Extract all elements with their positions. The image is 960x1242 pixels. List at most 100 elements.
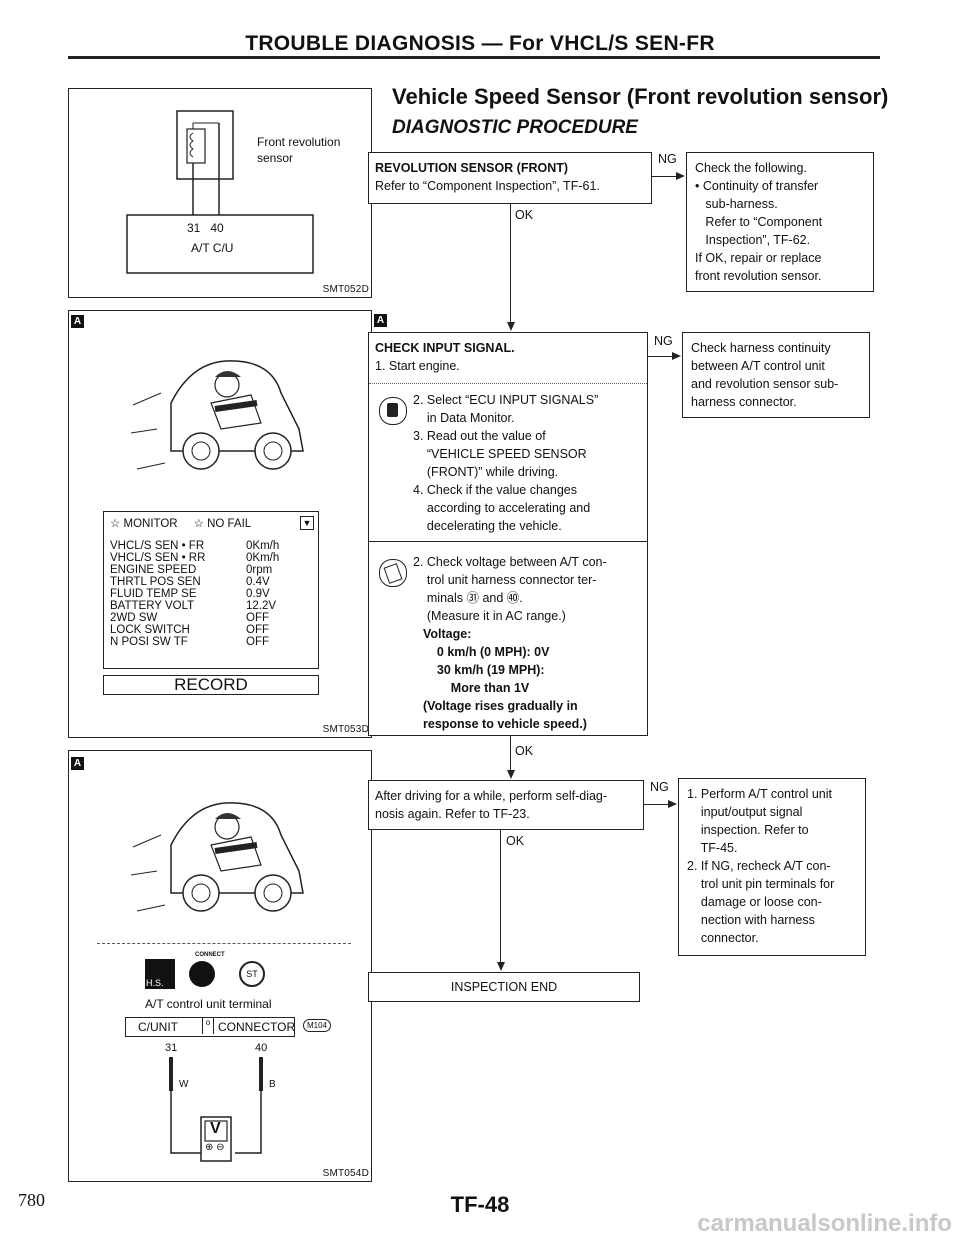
wire-b-label: B bbox=[269, 1079, 276, 1090]
connect-label: CONNECT bbox=[195, 952, 225, 958]
record-button: RECORD bbox=[103, 675, 319, 695]
monitor-item-value: 0rpm bbox=[246, 564, 273, 576]
result-3-text: 1. Perform A/T control unit input/output… bbox=[687, 787, 835, 945]
box2-title: CHECK INPUT SIGNAL. bbox=[375, 341, 515, 355]
car-driver-illustration bbox=[131, 360, 304, 470]
terminal-31: 31 bbox=[165, 1042, 178, 1054]
ng-label-1: NG bbox=[658, 152, 677, 166]
figure-code: SMT052D bbox=[322, 284, 369, 295]
flow-result-box-2: Check harness continuity between A/T con… bbox=[682, 332, 870, 418]
flow-box-self-diagnosis: After driving for a while, perform self-… bbox=[368, 780, 644, 830]
section-title: Vehicle Speed Sensor (Front revolution s… bbox=[392, 84, 889, 109]
consult-badge: A bbox=[374, 314, 387, 327]
ignition-icon: ST bbox=[239, 961, 265, 987]
monitor-row: FLUID TEMP SE 0.9V bbox=[110, 588, 310, 600]
page-number-center: TF-48 bbox=[450, 1192, 510, 1217]
dashed-divider bbox=[97, 943, 351, 944]
flow-box-revolution-sensor: REVOLUTION SENSOR (FRONT) Refer to “Comp… bbox=[368, 152, 652, 204]
flow-result-box-3: 1. Perform A/T control unit input/output… bbox=[678, 778, 866, 956]
consult-badge: A bbox=[71, 315, 84, 328]
ok-label-3: OK bbox=[506, 834, 525, 848]
box2-step1: 1. Start engine. bbox=[375, 359, 460, 373]
arrow-down-icon bbox=[507, 770, 515, 779]
voltmeter-wiring bbox=[169, 1057, 263, 1162]
box2-divider-1 bbox=[369, 383, 647, 384]
connector-id: M104 bbox=[303, 1019, 332, 1032]
watermark-text: carmanualsonline.info bbox=[697, 1210, 952, 1237]
terminal-40: 40 bbox=[255, 1042, 268, 1054]
result-1-text: Check the following. • Continuity of tra… bbox=[695, 161, 823, 283]
monitor-item-name: VHCL/S SEN • FR bbox=[110, 540, 205, 552]
cunit-label: C/UNIT bbox=[138, 1020, 178, 1034]
sensor-label-1: Front revolution bbox=[257, 135, 341, 149]
ng-label-3: NG bbox=[650, 780, 669, 794]
flow-result-box-1: Check the following. • Continuity of tra… bbox=[686, 152, 874, 292]
arrow-down-icon bbox=[507, 322, 515, 331]
box1-text: Refer to “Component Inspection”, TF-61. bbox=[375, 179, 600, 193]
monitor-item-name: N POSI SW TF bbox=[110, 636, 188, 648]
control-unit-label: A/T C/U bbox=[191, 241, 234, 255]
box2-voltage-spec: Voltage: 0 km/h (0 MPH): 0V 30 km/h (19 … bbox=[423, 627, 587, 731]
flow-box-inspection-end: INSPECTION END bbox=[368, 972, 640, 1002]
sensor-label-2: sensor bbox=[257, 151, 294, 165]
monitor-item-value: OFF bbox=[246, 612, 269, 624]
figure-sensor-diagram: Front revolution sensor 31 40 A/T C/U SM… bbox=[68, 88, 372, 298]
flow-box-check-input: CHECK INPUT SIGNAL. 1. Start engine. 2. … bbox=[368, 332, 648, 736]
ng-connector-1 bbox=[652, 176, 676, 177]
arrow-right-icon bbox=[676, 172, 685, 180]
arrow-right-icon bbox=[668, 800, 677, 808]
ok-label-2: OK bbox=[515, 744, 534, 758]
box2-tester-steps: 2. Check voltage between A/T con- trol u… bbox=[413, 555, 607, 623]
terminal-caption: A/T control unit terminal bbox=[145, 997, 272, 1011]
monitor-header: ☆ MONITOR ☆ NO FAIL bbox=[110, 518, 252, 530]
ng-connector-3 bbox=[644, 804, 668, 805]
scroll-icon: ▼ bbox=[300, 516, 314, 530]
arrow-down-icon bbox=[497, 962, 505, 971]
ok-connector-1 bbox=[510, 204, 511, 322]
monitor-item-name: VHCL/S SEN • RR bbox=[110, 552, 206, 564]
monitor-row: BATTERY VOLT 12.2V bbox=[110, 600, 310, 612]
page-header-title: TROUBLE DIAGNOSIS — For VHCL/S SEN-FR bbox=[245, 32, 715, 55]
hs-label: H.S. bbox=[146, 978, 164, 988]
hs-icon: H.S. bbox=[145, 959, 175, 989]
connector-label: CONNECTOR bbox=[218, 1020, 296, 1034]
ng-connector-2 bbox=[648, 356, 672, 357]
wire-w-label: W bbox=[179, 1079, 189, 1090]
monitor-item-value: OFF bbox=[246, 636, 269, 648]
box1-title: REVOLUTION SENSOR (FRONT) bbox=[375, 161, 569, 175]
header-rule bbox=[68, 56, 880, 59]
end-text: INSPECTION END bbox=[450, 980, 558, 994]
section-subtitle: DIAGNOSTIC PROCEDURE bbox=[392, 117, 638, 138]
monitor-row: VHCL/S SEN • RR 0Km/h bbox=[110, 552, 310, 564]
voltmeter-v-label: V bbox=[210, 1120, 221, 1137]
box2-consult-steps: 2. Select “ECU INPUT SIGNALS” in Data Mo… bbox=[413, 393, 599, 533]
arrow-right-icon bbox=[672, 352, 681, 360]
monitor-row: N POSI SW TF OFF bbox=[110, 636, 310, 648]
st-label: ST bbox=[246, 969, 258, 979]
sensor-schematic bbox=[126, 110, 314, 274]
box3-text: After driving for a while, perform self-… bbox=[375, 789, 608, 821]
meter-terminals-icon: ⊕ ⊖ bbox=[205, 1142, 225, 1153]
car-driver-illustration bbox=[131, 802, 304, 912]
consult-tool-icon bbox=[379, 397, 407, 425]
monitor-item-value: 12.2V bbox=[246, 600, 277, 612]
monitor-item-name: FLUID TEMP SE bbox=[110, 588, 197, 600]
monitor-item-value: 0.9V bbox=[246, 588, 270, 600]
figure-code: SMT053D bbox=[322, 724, 369, 735]
box2-divider-2 bbox=[369, 541, 647, 542]
ok-label-1: OK bbox=[515, 208, 534, 222]
connect-icon bbox=[189, 961, 215, 987]
ng-label-2: NG bbox=[654, 334, 673, 348]
tester-tool-icon bbox=[379, 559, 407, 587]
monitor-item-value: OFF bbox=[246, 624, 269, 636]
monitor-item-value: 0Km/h bbox=[246, 552, 280, 564]
monitor-item-name: BATTERY VOLT bbox=[110, 600, 195, 612]
figure-voltage-check: A H.S. CONNECT ST A/T control unit termi… bbox=[68, 750, 372, 1182]
